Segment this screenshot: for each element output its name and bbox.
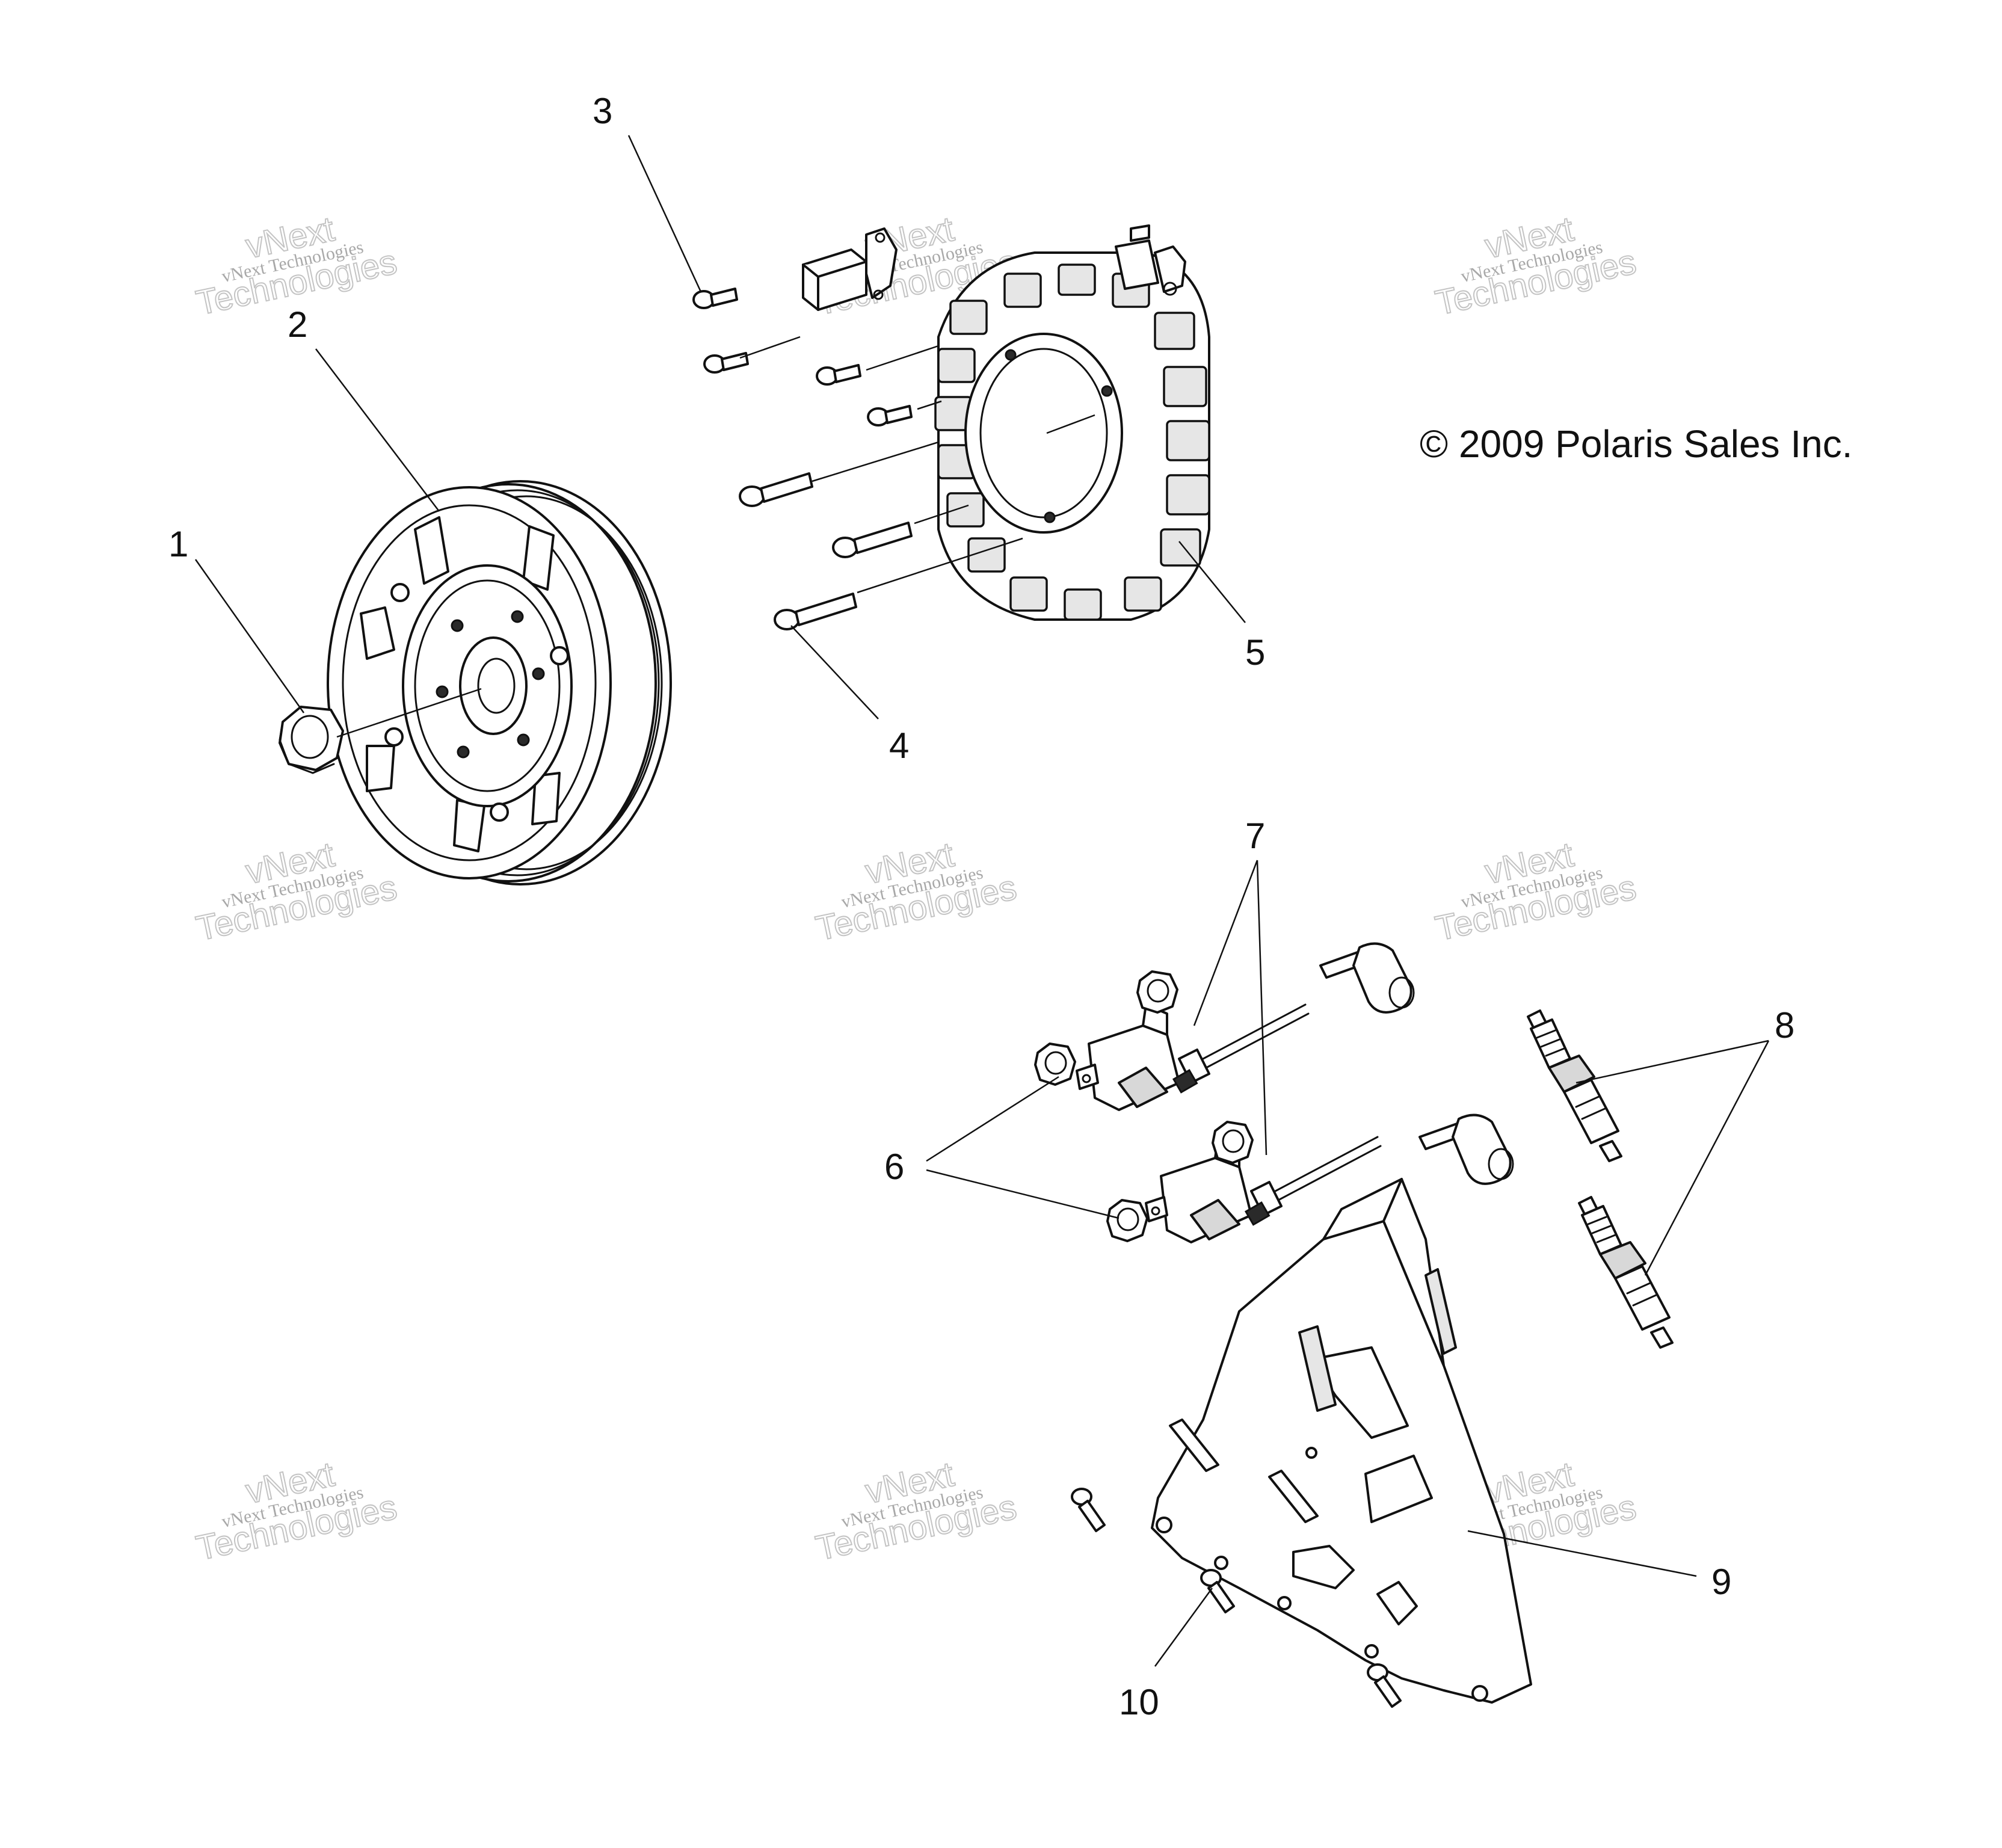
coil-mounting-bracket — [1151, 1178, 1532, 1704]
bracket-screw — [1367, 1663, 1402, 1708]
sensor-screw — [703, 352, 749, 374]
ignition-coil-upper — [1076, 1003, 1310, 1111]
bracket-screw — [1071, 1488, 1106, 1532]
stator — [934, 224, 1210, 621]
stator-screw-long — [774, 593, 857, 630]
callout-10: 10 — [1119, 1682, 1159, 1722]
spark-plug-upper — [1527, 1009, 1622, 1162]
copyright-notice: © 2009 Polaris Sales Inc. — [1420, 422, 1853, 466]
spark-plug-lower — [1578, 1196, 1674, 1349]
spark-plug-cap-upper — [1319, 942, 1415, 1014]
stator-screw-long — [832, 522, 913, 558]
callout-6: 6 — [884, 1147, 904, 1187]
stator-screw-long — [739, 472, 813, 507]
bracket-screw — [1200, 1569, 1235, 1613]
coil-nut — [1106, 1199, 1148, 1242]
watermark: vNext vNext Technologies Technologies — [1432, 209, 1640, 324]
watermark: vNext vNext Technologies Technologies — [192, 1454, 401, 1569]
spark-plug-cap-lower — [1418, 1113, 1514, 1185]
callout-5: 5 — [1245, 632, 1265, 673]
stator-screw-short — [816, 364, 861, 386]
callout-8: 8 — [1775, 1005, 1794, 1046]
watermark: vNext vNext Technologies Technologies — [812, 1454, 1021, 1569]
callout-4: 4 — [889, 725, 909, 766]
coil-nut — [1034, 1043, 1076, 1086]
leader-lines — [194, 135, 1770, 1667]
trigger-sensor — [802, 227, 898, 311]
watermark: vNext vNext Technologies Technologies — [812, 834, 1021, 949]
callout-labels: 1 2 3 4 5 6 7 8 9 10 — [168, 91, 1794, 1722]
coil-nut — [1212, 1121, 1254, 1164]
watermark: vNext vNext Technologies Technologies — [1432, 834, 1640, 949]
flywheel-nut — [279, 706, 344, 774]
watermark: vNext vNext Technologies Technologies — [192, 834, 401, 949]
callout-7: 7 — [1245, 816, 1265, 856]
callout-3: 3 — [593, 91, 612, 131]
coil-nut — [1136, 970, 1178, 1014]
flywheel — [327, 480, 672, 886]
callout-9: 9 — [1711, 1562, 1731, 1602]
sensor-screw — [692, 288, 738, 309]
callout-2: 2 — [288, 304, 307, 345]
callout-1: 1 — [168, 524, 188, 564]
assembly-lines — [336, 336, 1095, 738]
stator-screw-short — [867, 405, 913, 427]
